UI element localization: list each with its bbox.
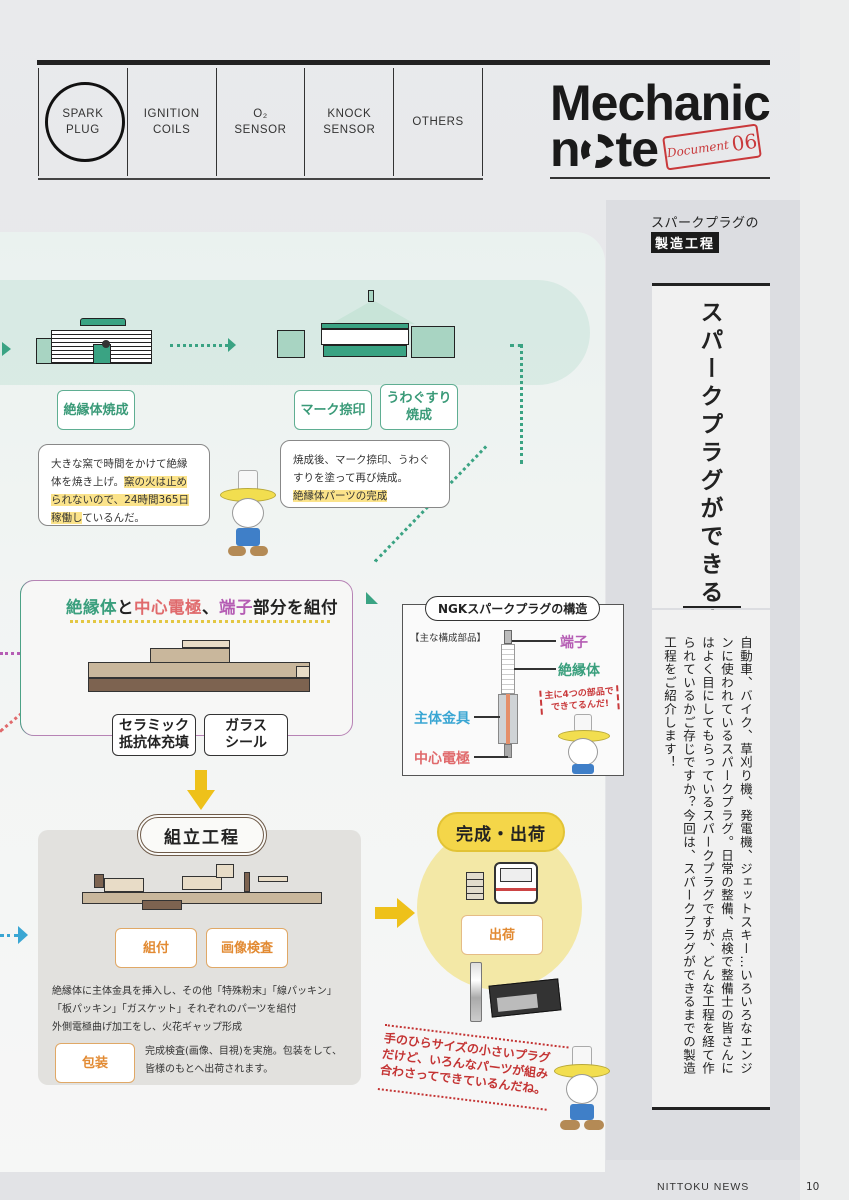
kiln-factory-illustration <box>36 318 152 364</box>
step-label-packaging: 包装 <box>55 1043 135 1083</box>
active-circle-icon <box>45 82 125 162</box>
leader-line <box>514 668 556 670</box>
flow-dots <box>0 934 18 937</box>
step-label-image-inspection: 画像検査 <box>206 928 288 968</box>
page-edge <box>800 0 849 1200</box>
assembly-title: 組立工程 <box>137 814 267 856</box>
arrow-down-icon <box>187 770 215 810</box>
part-label-insulator: 絶縁体 <box>558 663 600 679</box>
assembly-description: 絶縁体に主体金具を挿入し、その他「特殊粉末」「線パッキン」 「板パッキン」「ガス… <box>52 986 337 1033</box>
step-label-insulator-firing: 絶縁体焼成 <box>57 390 135 430</box>
structure-title: NGKスパークプラグの構造 <box>425 596 601 621</box>
truck-icon <box>494 862 538 904</box>
completion-title: 完成・出荷 <box>437 812 565 852</box>
flow-dots <box>170 344 228 347</box>
step-label-mark-printing: マーク捺印 <box>294 390 372 430</box>
leader-line <box>512 640 556 642</box>
arrow-right-icon <box>228 338 236 352</box>
spark-plug-image <box>470 962 482 1022</box>
flow-dots <box>520 344 523 464</box>
vertical-title-panel <box>652 283 770 608</box>
arrow-right-icon <box>18 926 28 944</box>
speech-bubble-kiln: 大きな窯で時間をかけて絶縁体を焼き上げ。窯の火は止められないので、24時間365… <box>38 444 210 526</box>
header-rule <box>37 60 770 65</box>
gear-icon <box>580 134 615 168</box>
leader-line <box>474 756 508 758</box>
publication-name: NITTOKU NEWS <box>657 1181 750 1193</box>
ngk-mascot <box>556 714 612 774</box>
part-label-center-electrode: 中心電極 <box>414 751 470 767</box>
ngk-mascot <box>218 470 278 560</box>
arrow-diagonal-icon <box>366 592 378 604</box>
intro-body-text: 自動車、バイク、草刈り機、発電機、ジェットスキー…いろいろなエンジンに使われてい… <box>662 636 753 1075</box>
flow-dots <box>0 652 26 655</box>
subheading-line2: 製造工程 <box>651 232 720 253</box>
cart-icon <box>466 872 484 900</box>
flow-dots <box>510 344 522 347</box>
nav-item-others[interactable]: OTHERS <box>393 68 483 176</box>
step-label-glass-seal: ガラスシール <box>204 714 288 756</box>
part-label-metal-shell: 主体金具 <box>414 711 470 727</box>
logo-rule <box>550 177 770 179</box>
spark-plug-diagram <box>498 630 518 760</box>
title-rule <box>683 606 741 608</box>
assembly-line-illustration <box>82 864 322 914</box>
vertical-title: スパークプラグができるまで <box>696 300 722 664</box>
packaging-description: 完成検査(画像、目視)を実施。包装をして、 皆様のもとへ出荷されます。 <box>145 1046 343 1075</box>
assemble-section-accent <box>20 580 60 736</box>
vertical-body-panel <box>652 610 770 1110</box>
step-label-assembly: 組付 <box>115 928 197 968</box>
speech-bubble-glaze: 焼成後、マーク捺印、うわぐすりを塗って再び焼成。絶縁体パーツの完成 <box>280 440 450 508</box>
step-label-shipping: 出荷 <box>461 915 543 955</box>
step-label-glaze-firing: うわぐすり焼成 <box>380 384 458 430</box>
subheading-line1: スパークプラグの <box>651 216 760 231</box>
nav-rule <box>38 178 483 180</box>
assembly-factory-illustration <box>88 640 310 692</box>
parts-heading: 【主な構成部品】 <box>410 633 487 644</box>
part-label-terminal: 端子 <box>560 635 588 651</box>
arrow-right-icon <box>375 898 415 928</box>
leader-line <box>474 716 500 718</box>
title-underline-dots <box>70 620 330 623</box>
completion-circle <box>417 825 582 990</box>
arrow-right-icon <box>2 342 11 356</box>
step-label-ceramic-resistor: セラミック抵抗体充填 <box>112 714 196 756</box>
page-number: 10 <box>806 1181 820 1193</box>
assembly-section <box>38 830 361 1085</box>
assemble-title: 絶縁体と中心電極、端子部分を組付 <box>66 598 338 617</box>
logo-mechanic: Mechanic <box>550 75 771 131</box>
glaze-factory-illustration <box>277 290 455 362</box>
ngk-mascot <box>552 1046 612 1132</box>
